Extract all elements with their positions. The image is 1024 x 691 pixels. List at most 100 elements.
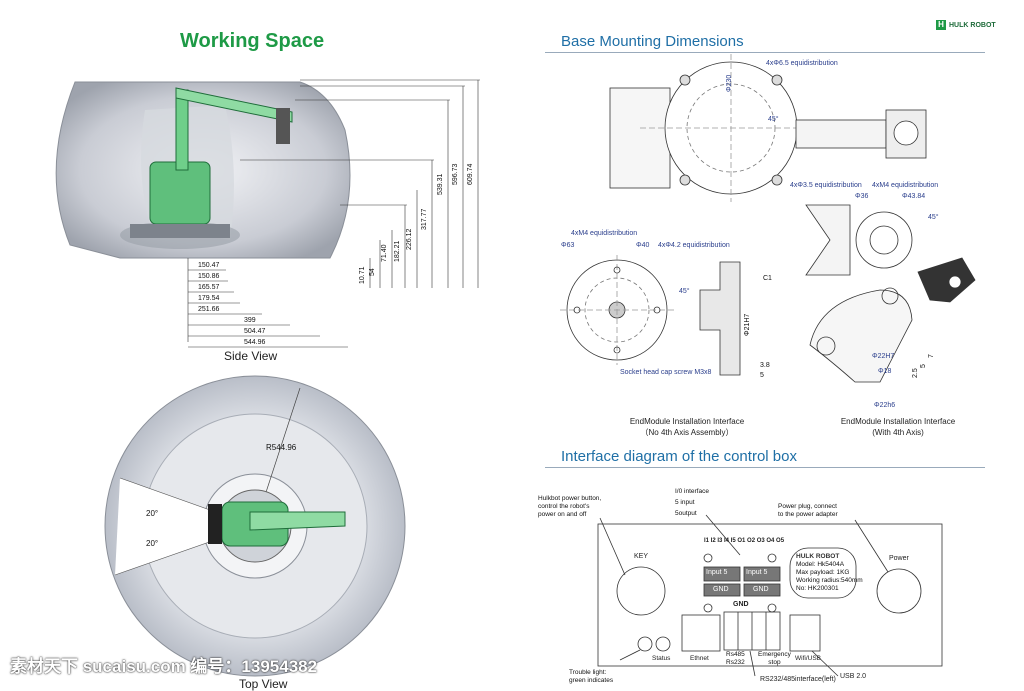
note-holes-42: 4xΦ4.2 equidistribution xyxy=(658,242,730,249)
watermark: 素材天下 sucaisu.com 编号：13954382 xyxy=(10,657,318,676)
panel-io-pins: I1 I2 I3 I4 I5 O1 O2 O3 O4 O5 xyxy=(704,538,785,544)
panel-input-2: Input 5 xyxy=(746,569,768,576)
endmodule-left-line2: （No 4th Axis Assembly） xyxy=(640,428,734,437)
top-angle-lower: 20° xyxy=(146,539,159,548)
note-d22h6: Φ22h6 xyxy=(874,402,896,409)
note-d18: Φ18 xyxy=(878,368,892,375)
panel-emergency-line1: Emergency xyxy=(758,651,791,658)
nameplate-line1: Model: Hk5404A xyxy=(796,561,845,568)
dim-h-4: 179.54 xyxy=(198,295,220,302)
callout-power-plug-line1: Power plug, connect xyxy=(778,503,837,510)
note-d36: Φ36 xyxy=(855,193,869,200)
note-angle-b: 45° xyxy=(679,288,690,295)
nameplate-line3: Working radius:540mm xyxy=(796,577,863,584)
callout-power-button-line3: power on and off xyxy=(538,511,587,518)
note-d63: Φ63 xyxy=(561,242,575,249)
panel-ethnet-label: Ethnet xyxy=(690,655,709,662)
panel-emergency-label: Emergency stop xyxy=(758,651,791,667)
note-d25: 2.5 xyxy=(912,368,919,378)
dim-h-8: 544.96 xyxy=(244,339,266,346)
dim-v-2: 54 xyxy=(369,268,376,276)
logo-h-icon: H xyxy=(936,20,946,30)
note-holes-35: 4xΦ3.5 equidistribution xyxy=(790,182,862,189)
note-holes-m4-b: 4xM4 equidistribution xyxy=(872,182,939,189)
callout-power-plug-line2: to the power adapter xyxy=(778,511,838,518)
endmodule-left-caption: EndModule Installation Interface （No 4th… xyxy=(617,416,757,438)
panel-input-1: Input 5 xyxy=(706,569,728,576)
dim-v-6: 317.77 xyxy=(421,208,428,230)
note-screw: Socket head cap screw M3x8 xyxy=(620,369,712,376)
callout-power-button: Hulkbot power button, control the robot'… xyxy=(538,495,601,519)
logo-text: HULK ROBOT xyxy=(949,21,996,29)
dim-v-3: 71.40 xyxy=(381,244,388,262)
note-d38: 3.8 xyxy=(760,362,770,369)
top-view-workspace xyxy=(104,375,406,677)
note-d5: 5 xyxy=(760,372,764,379)
note-d4384: Φ43.84 xyxy=(902,193,926,200)
panel-wifi-label: Wifi/USB xyxy=(795,655,821,662)
panel-key-label: KEY xyxy=(634,553,649,560)
note-d7: 7 xyxy=(928,354,935,358)
endmodule-right-line2: (With 4th Axis) xyxy=(872,428,924,437)
note-diameter: Φ230 xyxy=(726,74,733,92)
callout-io: I/0 interface 5 input 5output xyxy=(675,486,709,519)
panel-nameplate: HULK ROBOT Model: Hk5404A Max payload: 1… xyxy=(796,553,863,593)
note-holes-m4-a: 4xM4 equidistribution xyxy=(571,230,638,237)
top-view-label: Top View xyxy=(239,677,288,691)
control-box-drawing xyxy=(597,514,943,677)
panel-gnd-1: GND xyxy=(713,586,729,593)
dim-v-1: 10.71 xyxy=(359,266,366,284)
note-tolerance: Φ21H7 xyxy=(744,313,751,336)
panel-rs232: Rs232 xyxy=(726,659,745,666)
note-holes-top: 4xΦ6.5 equidistribution xyxy=(766,60,838,67)
dim-h-2: 150.86 xyxy=(198,273,220,280)
control-title-rule xyxy=(545,467,985,468)
panel-emergency-line2: stop xyxy=(768,659,781,666)
panel-power-label: Power xyxy=(889,555,909,562)
dim-h-5: 251.66 xyxy=(198,306,220,313)
nameplate-brand: HULK ROBOT xyxy=(796,553,840,560)
control-box-title: Interface diagram of the control box xyxy=(561,448,797,465)
callout-io-line3: 5output xyxy=(675,510,697,517)
brand-logo: H HULK ROBOT xyxy=(936,20,996,30)
working-space-title: Working Space xyxy=(180,30,325,52)
side-view-label: Side View xyxy=(224,349,278,363)
note-d40: Φ40 xyxy=(636,242,650,249)
dim-v-7: 539.31 xyxy=(437,173,444,195)
side-view-workspace xyxy=(55,81,351,259)
callout-io-line1: I/0 interface xyxy=(675,488,709,495)
dim-h-6: 399 xyxy=(244,317,256,324)
panel-rs-label: Rs485 Rs232 xyxy=(726,651,745,667)
callout-trouble-line1: Trouble light: xyxy=(569,669,607,676)
nameplate-line4: No: HK200301 xyxy=(796,585,839,592)
note-angle: 45° xyxy=(768,116,779,123)
note-c1: C1 xyxy=(763,275,772,282)
top-radius-label: R544.96 xyxy=(266,443,297,452)
callout-power-button-line2: control the robot's xyxy=(538,503,590,510)
dim-v-5: 226.12 xyxy=(406,228,413,250)
callout-trouble-line2: green indicates xyxy=(569,677,614,684)
endmodule-right-line1: EndModule Installation Interface xyxy=(840,417,956,426)
nameplate-line2: Max payload: 1KG xyxy=(796,569,850,576)
callout-trouble: Trouble light: green indicates xyxy=(569,669,613,685)
top-angle-upper: 20° xyxy=(146,509,159,518)
note-angle-c: 45° xyxy=(928,214,939,221)
endmodule-left-line1: EndModule Installation Interface xyxy=(629,417,745,426)
base-mounting-drawing xyxy=(560,54,976,383)
base-title-rule xyxy=(545,52,985,53)
dim-h-7: 504.47 xyxy=(244,328,266,335)
panel-rs485: Rs485 xyxy=(726,651,745,658)
callout-power-button-line1: Hulkbot power button, xyxy=(538,495,602,502)
note-d22h7: Φ22H7 xyxy=(872,353,895,360)
note-d5b: 5 xyxy=(920,364,927,368)
side-view-dimension-lines xyxy=(187,79,480,348)
dim-h-1: 150.47 xyxy=(198,262,220,269)
dim-v-9: 609.74 xyxy=(467,163,474,185)
panel-status-label: Status xyxy=(652,655,671,662)
base-mounting-title: Base Mounting Dimensions xyxy=(561,33,744,50)
rs-interface-note: RS232/485interface(left) xyxy=(760,676,836,683)
callout-io-line2: 5 input xyxy=(675,499,695,506)
panel-gnd-main: GND xyxy=(733,601,749,608)
dim-h-3: 165.57 xyxy=(198,284,220,291)
